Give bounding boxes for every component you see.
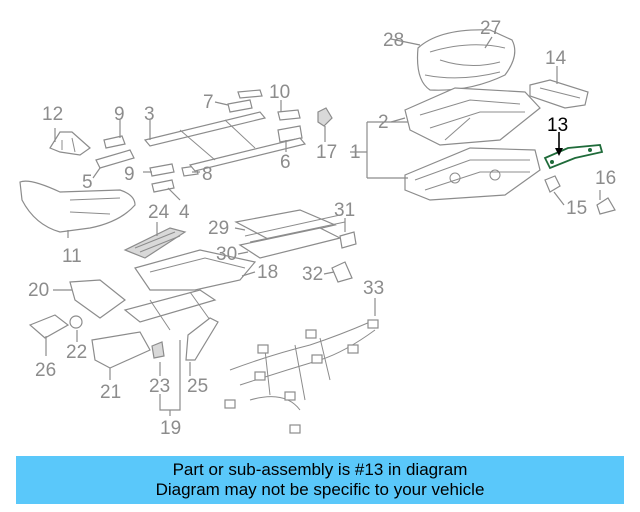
part-32-bracket (331, 261, 353, 283)
callout-11: 11 (62, 246, 82, 267)
callout-14: 14 (545, 48, 567, 69)
part-16-cap (596, 197, 616, 215)
part-6b-cover (277, 109, 301, 121)
part-14-bracket (529, 79, 589, 109)
parts-diagram: 28 27 14 2 1 13 16 15 17 10 7 12 9 3 6 5… (19, 18, 616, 439)
callout-1: 1 (350, 142, 361, 163)
callout-15: 15 (566, 198, 587, 219)
callout-4: 4 (179, 202, 190, 223)
part-23-clip (151, 341, 165, 359)
part-25-trim (185, 317, 219, 361)
part-33-wiring-harness (224, 319, 379, 434)
callout-33: 33 (363, 278, 384, 299)
part-9-upper (103, 135, 126, 149)
callout-18: 18 (257, 262, 278, 283)
part-21-cover (91, 331, 151, 369)
part-9-lower (149, 163, 175, 177)
callout-16: 16 (595, 168, 616, 189)
callout-25: 25 (187, 376, 208, 397)
part-7-clip (227, 99, 253, 113)
callout-17: 17 (316, 142, 337, 163)
part-5-pad (95, 149, 135, 169)
callout-10: 10 (269, 82, 290, 103)
callout-2: 2 (378, 112, 389, 133)
callout-28: 28 (383, 30, 404, 51)
part-12-bracket (49, 131, 91, 156)
callout-19: 19 (160, 418, 181, 439)
leader-lines (45, 36, 601, 416)
callout-labels: 28 27 14 2 1 13 16 15 17 10 7 12 9 3 6 5… (28, 18, 616, 439)
part-15-clip (544, 175, 561, 193)
part-10-clip (237, 89, 263, 99)
callout-22: 22 (66, 342, 87, 363)
callout-12: 12 (42, 104, 63, 125)
banner-line-2: Diagram may not be specific to your vehi… (155, 480, 485, 499)
part-6-cover (277, 125, 303, 143)
part-11-side-trim (19, 180, 136, 233)
callout-23: 23 (149, 376, 170, 397)
seat-base-frame (123, 249, 257, 331)
callout-9a: 9 (114, 104, 125, 125)
part-26-tray (28, 314, 70, 339)
seat-cushion-part (416, 29, 516, 91)
callout-24: 24 (148, 202, 170, 223)
callout-9b: 9 (124, 164, 135, 185)
part-31-switch (339, 231, 357, 249)
callout-29: 29 (208, 218, 229, 239)
callout-3: 3 (144, 104, 155, 125)
seat-pan-part (404, 87, 541, 146)
callout-8: 8 (202, 164, 213, 185)
callout-30: 30 (216, 244, 237, 265)
part-22-knob (69, 315, 83, 329)
part-info-banner: Part or sub-assembly is #13 in diagram D… (16, 456, 624, 504)
callout-21: 21 (100, 382, 121, 403)
callout-27: 27 (480, 18, 501, 39)
callout-20: 20 (28, 280, 49, 301)
callout-13: 13 (547, 115, 568, 136)
callout-7: 7 (203, 92, 214, 113)
callout-5: 5 (82, 172, 93, 193)
part-17-knob (317, 107, 333, 127)
callout-32: 32 (302, 264, 323, 285)
part-13-arrow (555, 132, 563, 156)
part-20-shield (69, 279, 126, 319)
callout-31: 31 (334, 200, 355, 221)
callout-26: 26 (35, 360, 56, 381)
part-24-grille (123, 227, 187, 259)
callout-6: 6 (280, 152, 291, 173)
seat-frame-part (404, 147, 541, 201)
part-13-rail-highlighted (543, 144, 604, 170)
part-3-rail-frame (143, 111, 307, 172)
banner-line-1: Part or sub-assembly is #13 in diagram (172, 460, 468, 479)
